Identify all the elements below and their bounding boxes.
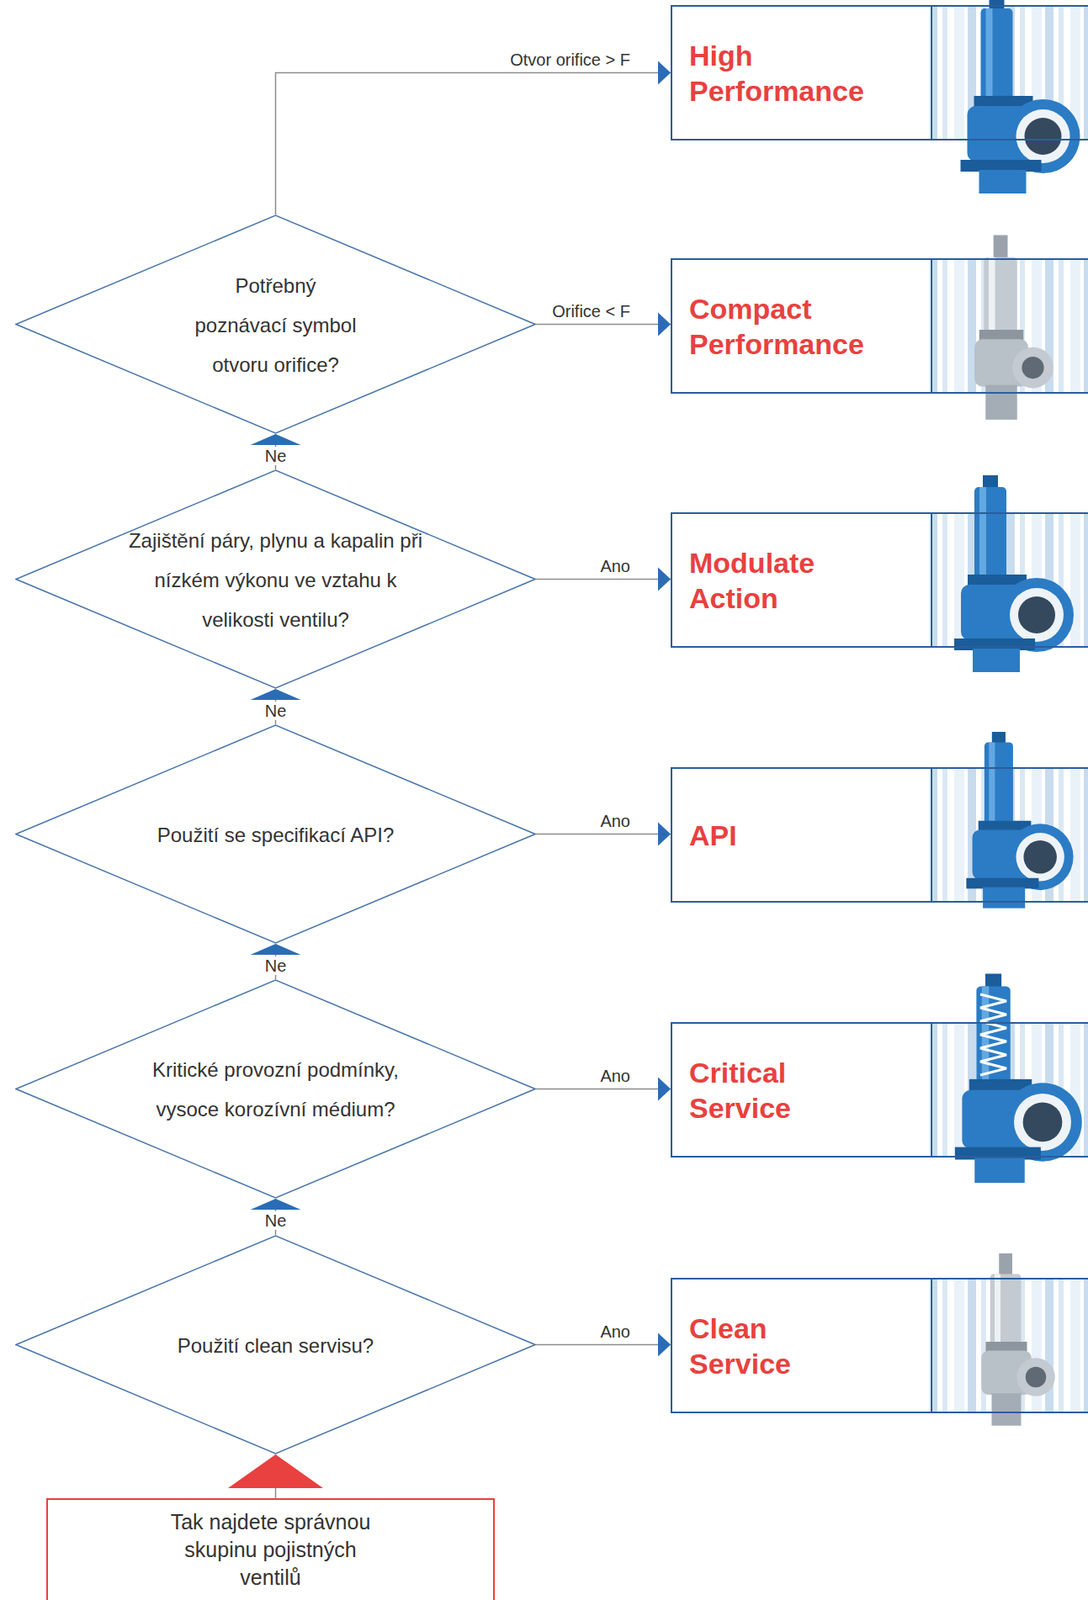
product-name: Critical Service [689, 1055, 871, 1126]
product-name: API [689, 817, 738, 854]
arrow-head [658, 1077, 671, 1102]
connector-line [536, 578, 671, 581]
text-panel: High Performance [672, 6, 933, 139]
decision-text: Zajištění páry, plynu a kapalin při nízk… [124, 520, 428, 639]
spring-cutaway [980, 994, 1007, 1076]
text-panel: API [672, 769, 933, 902]
connector-line [536, 833, 671, 836]
connector-line [536, 1344, 671, 1347]
decision-text: Použití se specifikací API? [40, 814, 512, 855]
valve-picture [960, 0, 1081, 194]
edge-label: Orifice < F [549, 302, 633, 321]
edge-label: Ne [262, 1211, 290, 1231]
valve-picture [965, 732, 1073, 909]
text-panel: Clean Service [672, 1279, 933, 1412]
product-box: Clean Service [670, 1278, 1088, 1414]
diamond-text-holder: Použití se specifikací API? [15, 814, 537, 855]
connector [250, 944, 302, 980]
valve-picture [954, 475, 1074, 673]
edge-label: Ano [597, 812, 633, 831]
text-panel: Critical Service [672, 1024, 933, 1157]
edge-label: Ano [597, 1322, 633, 1342]
arrow-head [228, 1454, 324, 1489]
decision-diamond: Potřebný poznávací symbol otvoru orifice… [15, 214, 537, 435]
decision-diamond: Kritické provozní podmínky, vysoce koroz… [15, 979, 537, 1200]
connector-line [536, 323, 671, 326]
start-box: Tak najdete správnou skupinu pojistných … [46, 1498, 495, 1600]
connector [250, 1199, 302, 1236]
decision-text: Kritické provozní podmínky, vysoce koroz… [120, 1050, 432, 1130]
edge-label: Ne [262, 701, 290, 721]
diamond-shape [15, 470, 536, 689]
arrow-head [658, 822, 671, 847]
diamond-shape [15, 980, 536, 1199]
product-name: Clean Service [689, 1310, 871, 1382]
edge-label: Otvor orifice > F [507, 50, 633, 69]
text-panel: Compact Performance [672, 260, 933, 393]
product-name: Modulate Action [689, 545, 871, 616]
arrow-head [658, 567, 671, 592]
edge-label: Ne [262, 446, 290, 466]
diamond-text-holder: Potřebný poznávací symbol otvoru orifice… [15, 265, 537, 384]
product-box: API [670, 767, 1088, 903]
product-box: Modulate Action [670, 512, 1088, 648]
arrow-head [658, 1333, 671, 1358]
arrow-head [250, 1199, 302, 1211]
product-box: Critical Service [670, 1022, 1088, 1158]
image-panels [931, 6, 1088, 1412]
connector-line [275, 73, 672, 216]
connector [275, 61, 672, 216]
product-name: High Performance [689, 37, 871, 109]
edge-label: Ano [597, 557, 633, 576]
valve-picture [955, 974, 1083, 1184]
arrow-head [250, 944, 302, 956]
diamond-outline [15, 979, 537, 1200]
edge-label: Ne [262, 956, 290, 976]
product-name: Compact Performance [689, 291, 871, 362]
diamond-shape [15, 215, 536, 434]
connector [250, 434, 302, 470]
valve-picture [974, 235, 1054, 420]
decision-diamond: Zajištění páry, plynu a kapalin při nízk… [15, 469, 537, 690]
text-panel: Modulate Action [672, 514, 933, 647]
product-box: High Performance [670, 5, 1088, 141]
decision-text: Potřebný poznávací symbol otvoru orifice… [191, 265, 361, 384]
connector-line [536, 1088, 671, 1091]
start-text: Tak najdete správnou skupinu pojistných … [169, 1508, 372, 1593]
product-box: Compact Performance [670, 258, 1088, 394]
diamond-text-holder: Zajištění páry, plynu a kapalin při nízk… [15, 520, 537, 639]
decision-diamond: Použití se specifikací API? [15, 724, 537, 945]
diamond-shape [15, 725, 536, 944]
arrow-head [250, 689, 302, 701]
diamond-text-holder: Použití clean servisu? [15, 1325, 537, 1365]
diamond-text-holder: Kritické provozní podmínky, vysoce koroz… [15, 1050, 537, 1130]
decision-text: Použití clean servisu? [40, 1325, 512, 1365]
decision-diamond: Použití clean servisu? [15, 1235, 537, 1455]
diamond-shape [15, 1236, 536, 1455]
connector [228, 1454, 324, 1499]
arrow-head [658, 61, 671, 85]
arrow-head [658, 313, 671, 337]
arrow-head [250, 434, 302, 446]
connector [250, 689, 302, 725]
edge-label: Ano [597, 1066, 633, 1086]
